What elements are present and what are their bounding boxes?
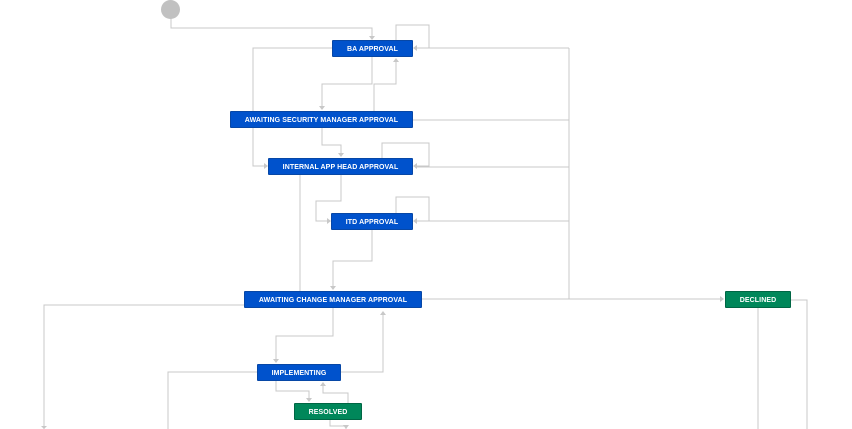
transition-iah-to-acm (244, 175, 301, 305)
status-awaiting-change-manager-approval[interactable]: AWAITING CHANGE MANAGER APPROVAL (244, 291, 422, 308)
status-awaiting-security-manager-approval[interactable]: AWAITING SECURITY MANAGER APPROVAL (230, 111, 413, 128)
arrowhead (338, 153, 344, 157)
arrowhead (319, 106, 325, 110)
arrowhead (369, 36, 375, 40)
transition-declined-right-down (791, 299, 808, 429)
arrowhead (330, 286, 336, 290)
transition-itd-to-acm (332, 230, 373, 289)
transition-implementing-to-resolved (275, 381, 310, 401)
transition-ba-to-iah (252, 47, 332, 167)
transition-iah-self (381, 142, 430, 167)
transition-implementing-left-down (167, 371, 257, 429)
status-implementing[interactable]: IMPLEMENTING (257, 364, 341, 381)
transition-iah-to-itd (315, 175, 342, 222)
transition-security-to-ba (373, 59, 397, 111)
status-resolved[interactable]: RESOLVED (294, 403, 362, 420)
status-ba-approval[interactable]: BA APPROVAL (332, 40, 413, 57)
arrowhead (393, 58, 399, 62)
arrowhead (380, 311, 386, 315)
arrowhead (343, 425, 349, 429)
arrowhead (264, 163, 268, 169)
arrowhead (327, 218, 331, 224)
transition-ba-to-security (321, 57, 373, 109)
status-declined[interactable]: DECLINED (725, 291, 791, 308)
arrowhead (273, 359, 279, 363)
arrowhead (413, 163, 417, 169)
transition-security-to-iah (321, 128, 342, 156)
status-itd-approval[interactable]: ITD APPROVAL (331, 213, 413, 230)
arrowhead (720, 296, 724, 302)
start-node (161, 0, 180, 19)
transition-implementing-to-acm (341, 312, 384, 373)
arrowhead (41, 426, 47, 429)
transition-acm-left-down (43, 304, 244, 429)
transition-start-to-ba (170, 18, 373, 38)
status-internal-app-head-approval[interactable]: INTERNAL APP HEAD APPROVAL (268, 158, 413, 175)
arrowhead (306, 398, 312, 402)
transition-acm-to-implementing (275, 308, 334, 362)
transition-resolved-to-implementing (322, 383, 349, 403)
transition-resolved-down (329, 420, 347, 429)
arrowhead (320, 382, 326, 386)
